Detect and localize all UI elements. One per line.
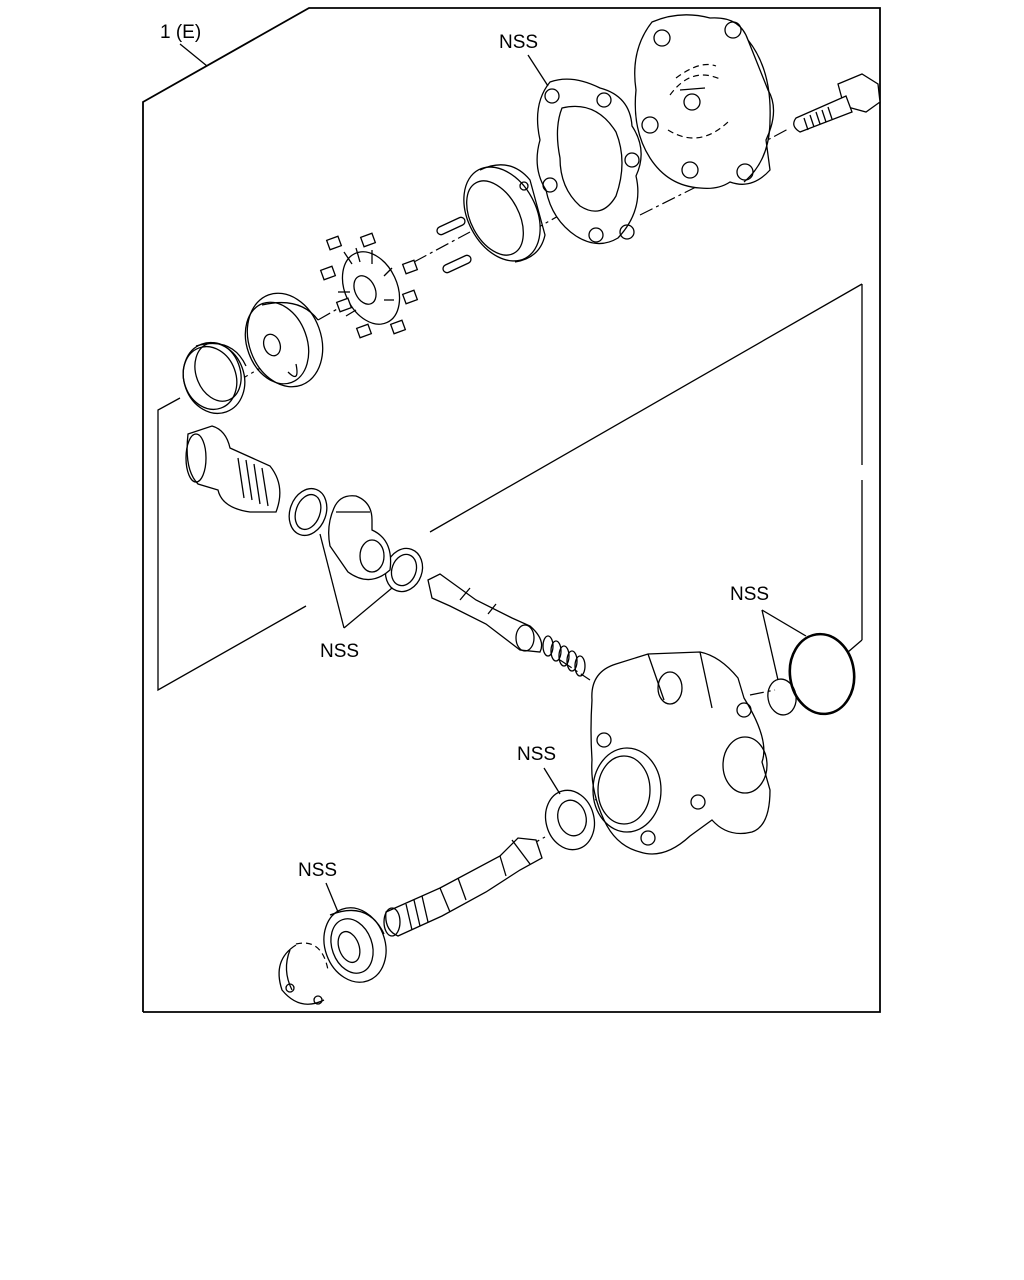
cover-bolt [793,73,881,133]
bearing-nss-label: NSS [298,860,337,881]
dowel-pins [436,216,472,274]
large-o-ring [788,632,856,716]
valve-subassembly-bracket [157,283,863,692]
sealing-washer-1 [288,487,328,537]
drive-shaft [383,837,543,937]
snap-ring [278,942,329,1005]
assembly-frame [142,7,881,1013]
oil-seal [544,789,596,851]
orings-leader [761,609,807,681]
washers-leader [319,533,393,629]
seal-leader [543,767,561,795]
gasket [536,78,642,245]
ball-bearing [323,907,387,983]
orings-nss-label: NSS [730,584,769,605]
seal-nss-label: NSS [517,744,556,765]
valve-spring [542,635,586,677]
small-o-ring [767,678,797,716]
gasket-nss-label: NSS [499,32,538,53]
cam-ring [463,164,546,263]
gasket-leader [527,54,549,87]
rotor [338,247,401,325]
bearing-leader [325,882,339,913]
pump-body [590,651,771,855]
assembly-leader [179,43,208,67]
elbow-fitting [328,495,392,581]
rear-cover [634,14,775,190]
sealing-washer-2 [384,547,424,593]
spring-pack [182,341,247,415]
union-fitting [185,425,281,513]
washers-nss-label: NSS [320,641,359,662]
assembly-label: 1 (E) [160,22,201,43]
flow-control-valve [427,573,543,653]
side-plate [244,292,324,388]
rotor-vanes [319,232,419,339]
